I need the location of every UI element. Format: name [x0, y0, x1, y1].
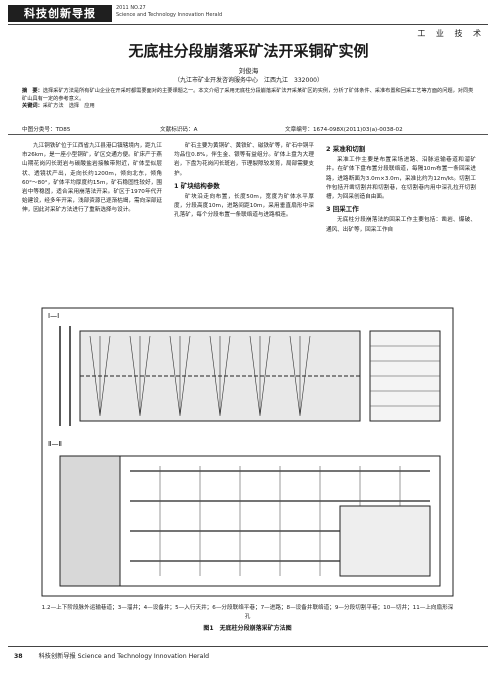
abstract-rule: [8, 134, 488, 135]
lower-section-drawing: [59, 455, 441, 587]
keywords-label: 关键词：: [22, 103, 43, 109]
document-code: 文献标识码：A: [160, 127, 198, 133]
journal-header: 科技创新导报 2011 NO.27 Science and Technology…: [0, 0, 497, 38]
author-affiliation: （九江市矿业开发咨询服务中心 江西九江 332000）: [174, 77, 323, 84]
column-2-paragraph-2: 矿块沿走向布置，长度50m，宽度为矿体水平厚度，分段高度10m，进路间距10m，…: [174, 194, 314, 219]
column-2: 矿石主要为黄铜矿、黄铁矿、磁铁矿等，矿石中铜平均品位0.8%，伴生金、银等有益组…: [174, 142, 314, 221]
clc-number: 中图分类号：TD85: [22, 127, 71, 133]
column-tag: 工 业 技 术: [417, 29, 485, 38]
section-heading-3: 3 回采工作: [326, 205, 359, 214]
column-1-paragraph: 九江铜铁矿位于江西省九江县港口镇辖境内，距九江市26km，是一座小型铜矿，矿区交…: [22, 143, 162, 214]
footer-rule: [8, 646, 488, 647]
footer-journal-name: 科技创新导报 Science and Technology Innovation…: [38, 653, 210, 660]
section-label-2: Ⅱ—Ⅱ: [48, 440, 62, 448]
hatch-upper: [370, 345, 440, 407]
column-3: 2 采准和切割 采准工作主要是布置采场进路、沿脉运输巷道和溜矿井。在矿体下盘布置…: [326, 142, 476, 235]
column-2-paragraph: 矿石主要为黄铜矿、黄铁矿、磁铁矿等，矿石中铜平均品位0.8%，伴生金、银等有益组…: [174, 143, 314, 177]
section-heading-1: 1 矿块结构参数: [174, 181, 220, 190]
abstract-text: 选择采矿方法是所有矿山企业在开采时都需要面对的主要课题之一。本文介绍了采用无底柱…: [22, 88, 474, 102]
column-1: 九江铜铁矿位于江西省九江县港口镇辖境内，距九江市26km，是一座小型铜矿，矿区交…: [22, 142, 162, 216]
section-label-1: Ⅰ—Ⅰ: [48, 312, 59, 320]
header-rule: [8, 24, 488, 25]
wall-rock-block: [59, 455, 121, 587]
journal-english-name: Science and Technology Innovation Herald: [116, 12, 223, 18]
author-name: 刘俊海: [238, 67, 259, 75]
mining-method-figure: Ⅰ—Ⅰ Ⅱ—Ⅱ: [41, 307, 454, 597]
page-number: 38: [14, 653, 23, 660]
abstract-label: 摘 要：: [22, 88, 43, 94]
journal-logo: 科技创新导报: [8, 5, 112, 22]
detail-inset: [339, 505, 431, 577]
article-title: 无底柱分段崩落采矿法开采铜矿实例: [128, 42, 369, 60]
abstract-block: 摘 要：选择采矿方法是所有矿山企业在开采时都需要面对的主要课题之一。本文介绍了采…: [22, 88, 477, 111]
page-footer: 38 科技创新导报 Science and Technology Innovat…: [14, 651, 209, 660]
figure-legend: 1.2—上下阶段脉外运输巷道；3—溜井；4—设备井；5—入行天井；6—分段联络平…: [41, 605, 454, 620]
section-heading-2: 2 采准和切割: [326, 145, 366, 153]
article-number: 文章编号：1674-098X(2011)03(a)-0038-02: [285, 127, 403, 133]
column-3-paragraph-2: 无底柱分段崩落法的回采工作主要包括：凿岩、爆破、通风、出矿等，回采工作自: [326, 217, 476, 233]
issue-number: 2011 NO.27: [116, 5, 146, 11]
figure-caption: 图1 无底柱分段崩落采矿方法图: [203, 625, 292, 632]
upper-section-drawing: [59, 326, 441, 426]
column-3-paragraph: 采准工作主要是布置采场进路、沿脉运输巷道和溜矿井。在矿体下盘布置分段联络道，每隔…: [326, 157, 476, 201]
keywords-text: 采矿方法 选择 应用: [42, 103, 95, 109]
